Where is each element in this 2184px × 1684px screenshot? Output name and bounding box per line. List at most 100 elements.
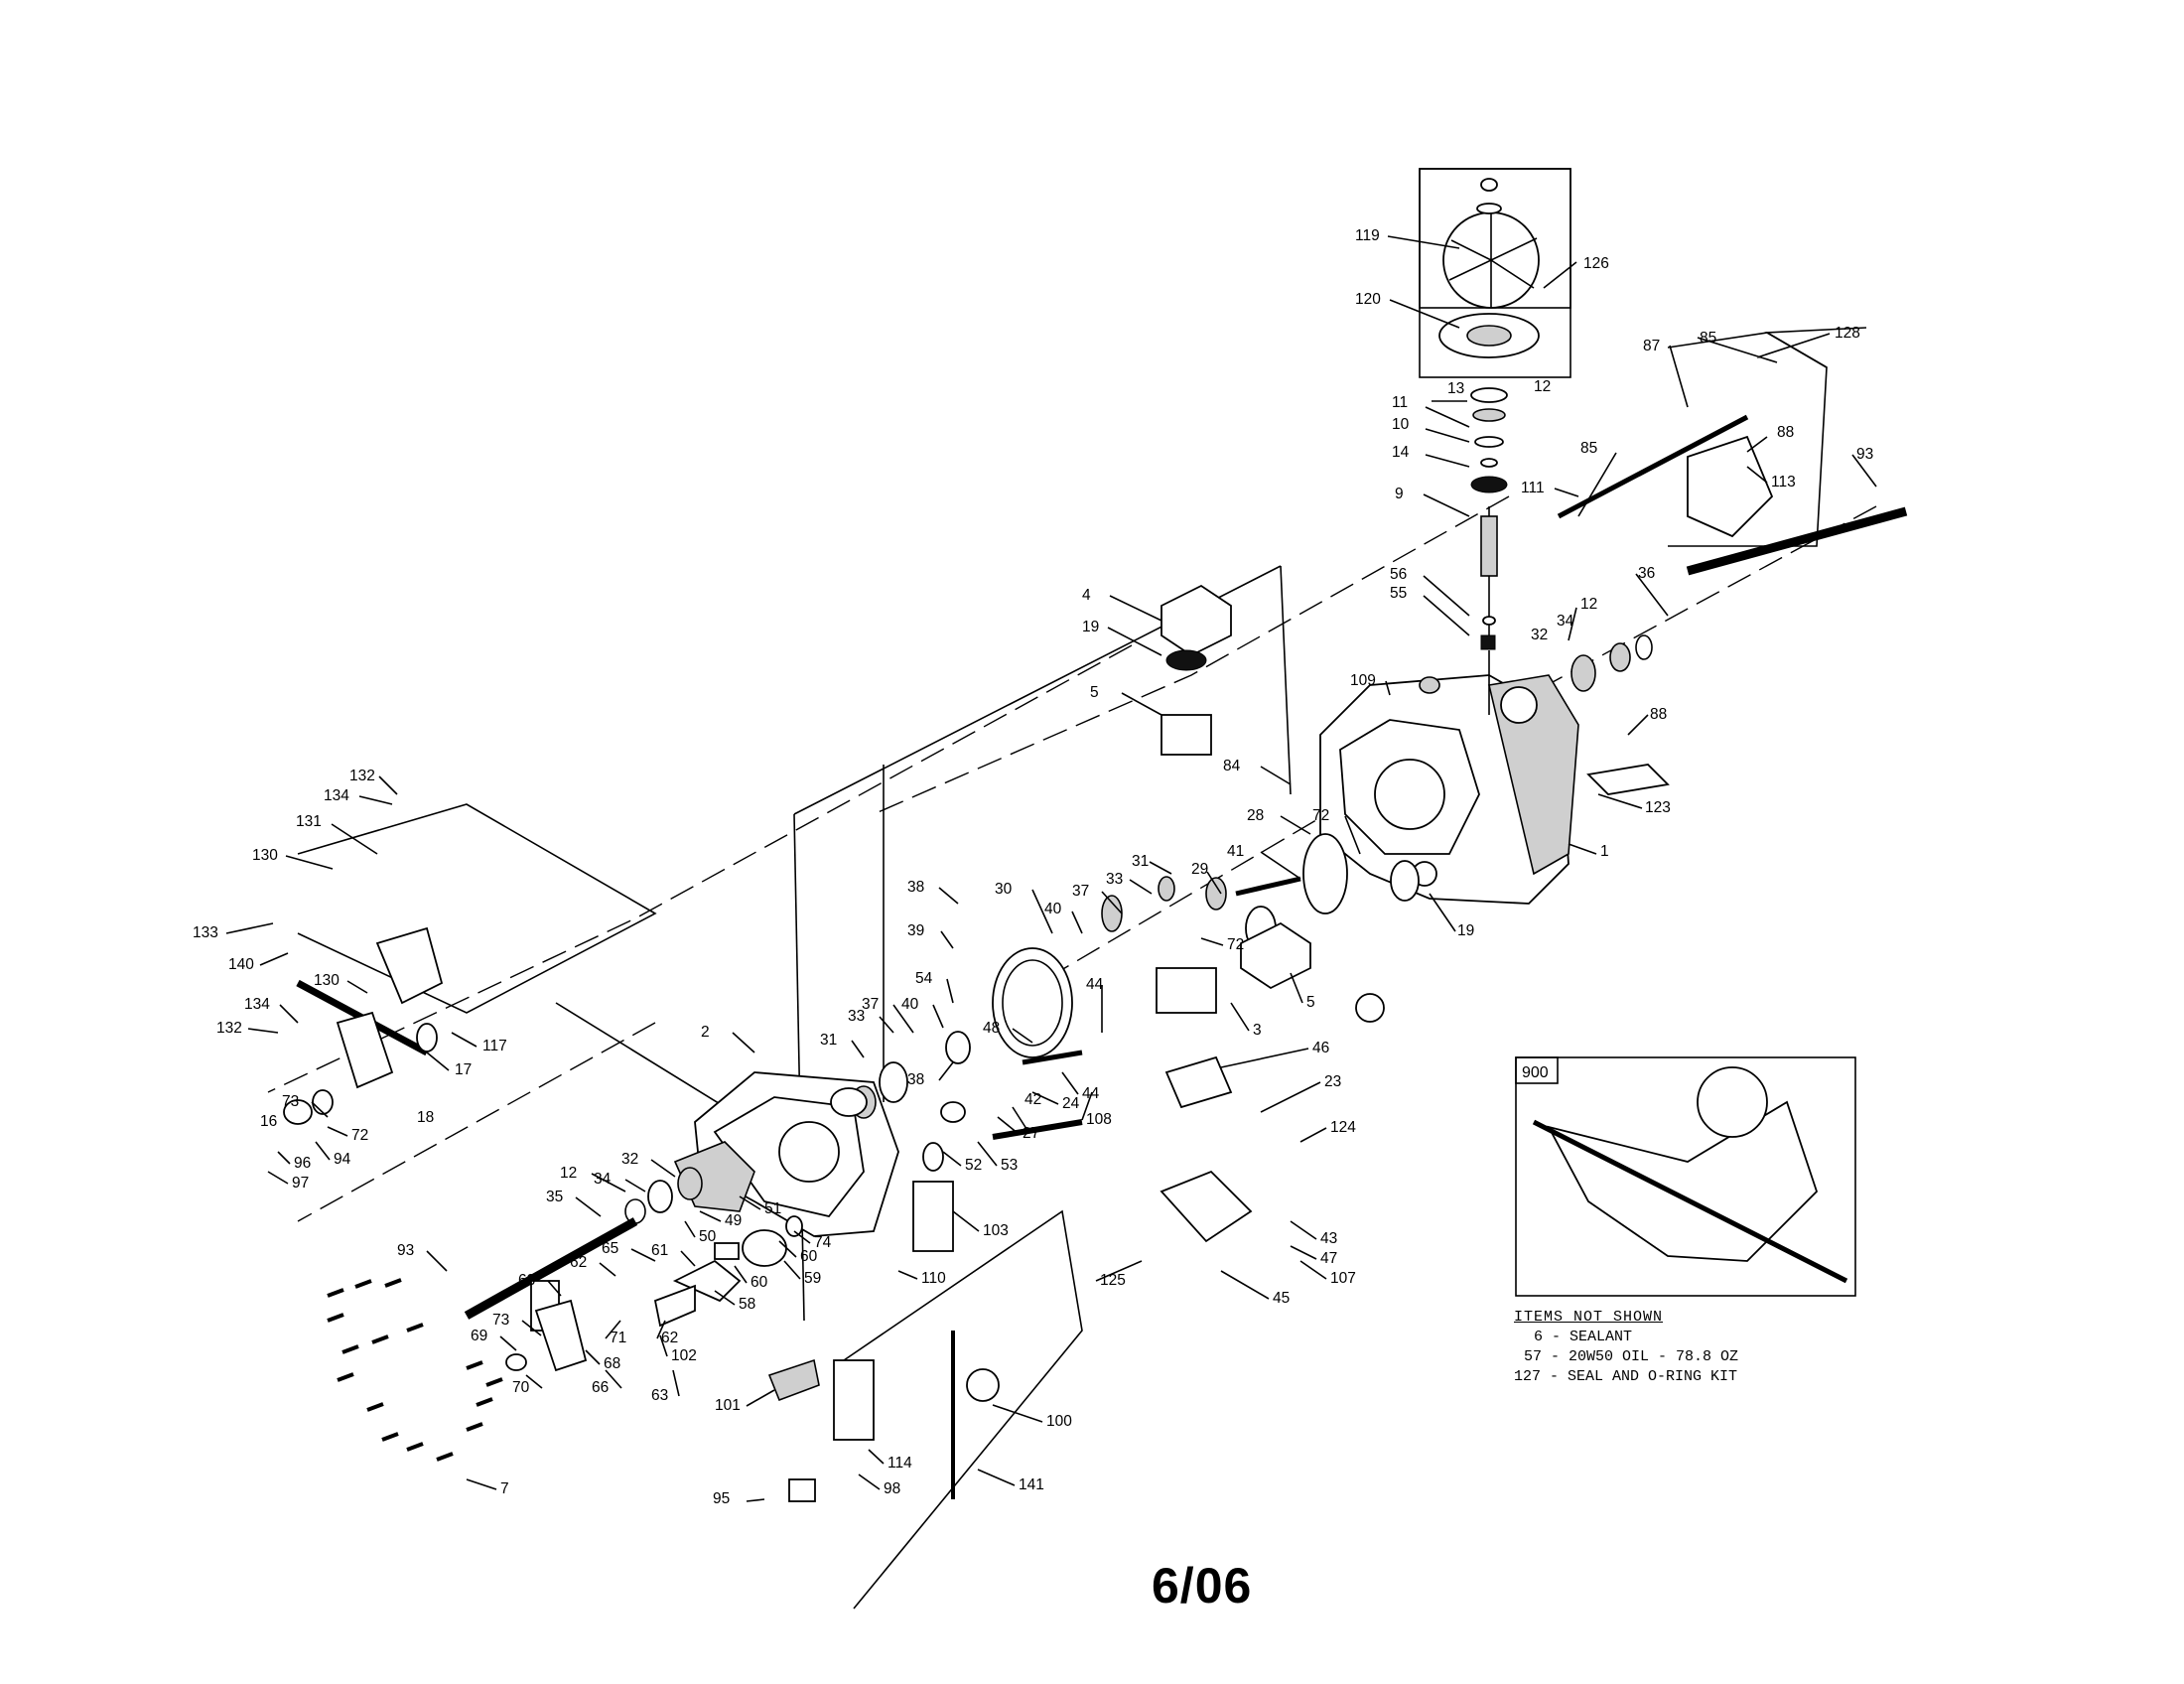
leader-lines: [225, 235, 1877, 1502]
part-label-126: 126: [1583, 255, 1609, 272]
part-label-72b: 72: [1227, 936, 1244, 953]
main-housing: [1319, 674, 1579, 905]
part-label-12b: 12: [1580, 596, 1597, 613]
part-label-29: 29: [1191, 861, 1208, 878]
part-label-131: 131: [296, 813, 322, 830]
part-label-88: 88: [1777, 424, 1794, 441]
part-label-38: 38: [907, 879, 924, 896]
part-label-56: 56: [1390, 566, 1407, 583]
part-label-14: 14: [1392, 444, 1410, 461]
items-not-shown-heading: ITEMS NOT SHOWN: [1514, 1309, 1664, 1326]
part-label-12c: 12: [560, 1165, 577, 1182]
part-label-71: 71: [610, 1330, 626, 1346]
items-not-shown-item: 6 - SEALANT: [1534, 1329, 1633, 1345]
part-label-1: 1: [1600, 843, 1609, 860]
part-label-62b: 62: [661, 1330, 678, 1346]
part-label-34: 34: [1557, 613, 1574, 630]
part-label-16: 16: [260, 1113, 277, 1130]
part-label-45: 45: [1273, 1290, 1290, 1307]
part-label-124: 124: [1330, 1119, 1356, 1136]
items-not-shown-notes: ITEMS NOT SHOWN 6 - SEALANT 57 - 20W50 O…: [1514, 1308, 1891, 1387]
part-label-113: 113: [1771, 474, 1796, 491]
part-label-98: 98: [884, 1480, 900, 1497]
bolt-cluster: [327, 1278, 503, 1462]
part-label-18: 18: [417, 1109, 434, 1126]
part-label-140: 140: [228, 956, 254, 973]
part-label-51: 51: [764, 1200, 781, 1217]
fan-pulley-assembly: [1438, 178, 1540, 715]
part-label-58: 58: [739, 1296, 755, 1313]
part-label-48: 48: [983, 1020, 1000, 1037]
part-label-132: 132: [349, 768, 375, 784]
part-label-74: 74: [814, 1234, 832, 1251]
part-label-66: 66: [592, 1379, 609, 1396]
part-label-36: 36: [1638, 565, 1655, 582]
part-label-85: 85: [1700, 330, 1716, 347]
part-labels: 119 126 120 128 85 87 13 12 11 10 88 14 …: [193, 227, 1873, 1507]
part-label-63b: 63: [651, 1387, 668, 1404]
part-label-41: 41: [1227, 843, 1244, 860]
part-label-108: 108: [1086, 1111, 1112, 1128]
part-label-38b: 38: [907, 1071, 924, 1088]
part-label-130: 130: [252, 847, 278, 864]
part-label-32b: 32: [621, 1151, 638, 1168]
part-label-96: 96: [294, 1155, 311, 1172]
part-label-69: 69: [471, 1328, 487, 1344]
part-label-70: 70: [512, 1379, 530, 1396]
part-label-93: 93: [1856, 446, 1873, 463]
part-label-32: 32: [1531, 627, 1548, 643]
part-label-13: 13: [1447, 380, 1464, 397]
inset-900-box: 900: [1515, 1056, 1856, 1297]
part-label-63: 63: [518, 1272, 535, 1289]
part-label-44: 44: [1086, 976, 1104, 993]
part-label-100: 100: [1046, 1413, 1072, 1430]
part-label-5: 5: [1090, 684, 1099, 701]
part-label-101: 101: [715, 1397, 741, 1414]
part-label-53: 53: [1001, 1157, 1018, 1174]
part-label-132b: 132: [216, 1020, 242, 1037]
part-label-88b: 88: [1650, 706, 1667, 723]
part-label-84: 84: [1223, 758, 1241, 774]
part-label-19b: 19: [1457, 922, 1474, 939]
part-label-68: 68: [604, 1355, 620, 1372]
part-label-134: 134: [324, 787, 349, 804]
part-label-30: 30: [995, 881, 1013, 898]
part-label-47: 47: [1320, 1250, 1337, 1267]
part-label-130b: 130: [314, 972, 340, 989]
items-not-shown-item: 57 - 20W50 OIL - 78.8 OZ: [1524, 1348, 1739, 1365]
part-label-40: 40: [1044, 901, 1062, 917]
part-label-109: 109: [1350, 672, 1376, 689]
part-label-128: 128: [1835, 325, 1860, 342]
part-label-12: 12: [1534, 378, 1551, 395]
part-label-133: 133: [193, 924, 218, 941]
part-label-49: 49: [725, 1212, 742, 1229]
part-label-97: 97: [292, 1175, 309, 1192]
part-label-59: 59: [804, 1270, 821, 1287]
part-label-17: 17: [455, 1061, 472, 1078]
part-label-125: 125: [1100, 1272, 1126, 1289]
part-label-95: 95: [713, 1490, 730, 1507]
part-label-73b: 73: [492, 1312, 509, 1329]
part-label-33b: 33: [848, 1008, 865, 1025]
part-label-2: 2: [701, 1024, 710, 1041]
part-label-31b: 31: [820, 1032, 837, 1049]
part-label-114: 114: [887, 1455, 912, 1472]
part-label-43: 43: [1320, 1230, 1337, 1247]
part-label-55: 55: [1390, 585, 1407, 602]
part-label-72: 72: [1312, 807, 1329, 824]
part-label-73: 73: [282, 1093, 299, 1110]
part-label-60: 60: [800, 1248, 818, 1265]
part-label-11: 11: [1392, 394, 1408, 411]
part-label-141: 141: [1019, 1476, 1044, 1493]
part-label-102: 102: [671, 1347, 697, 1364]
part-label-42: 42: [1024, 1091, 1041, 1108]
part-label-23: 23: [1324, 1073, 1341, 1090]
part-label-87: 87: [1643, 338, 1660, 354]
part-label-93b: 93: [397, 1242, 414, 1259]
part-label-7: 7: [500, 1480, 509, 1497]
part-label-40b: 40: [901, 996, 919, 1013]
part-label-134b: 134: [244, 996, 270, 1013]
part-label-54: 54: [915, 970, 933, 987]
part-label-94: 94: [334, 1151, 351, 1168]
part-label-5b: 5: [1306, 994, 1315, 1011]
